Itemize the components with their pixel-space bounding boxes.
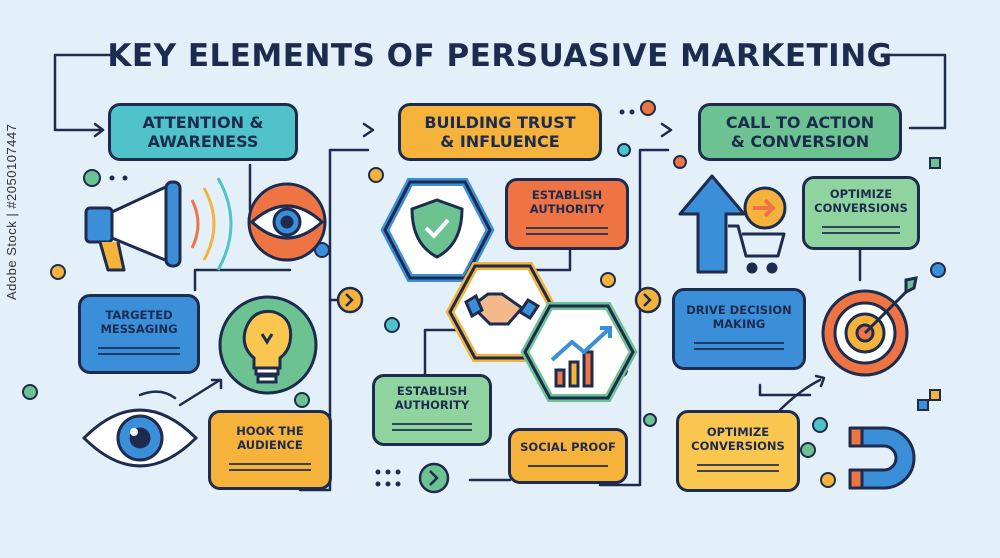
card-label: MAKING [712, 317, 766, 331]
target-icon [821, 276, 918, 377]
card-label: OPTIMIZE [706, 425, 770, 440]
arrow-right-icon [743, 186, 787, 230]
card-label: AUTHORITY [394, 398, 470, 412]
card-label: TARGETED [105, 308, 173, 323]
magnet-icon [848, 426, 916, 490]
card-label: AUDIENCE [237, 438, 303, 452]
card-label: SOCIAL PROOF [520, 440, 616, 455]
card-label: CONVERSIONS [691, 439, 785, 453]
arrow-up-icon [678, 174, 746, 274]
header-line: CALL TO ACTION [725, 112, 875, 132]
card-hook-audience: HOOK THE AUDIENCE [208, 410, 332, 490]
card-label: MESSAGING [100, 322, 178, 336]
card-label: ESTABLISH [396, 384, 468, 399]
header-line: & INFLUENCE [440, 132, 560, 151]
eye-icon-bottom [81, 408, 199, 468]
card-label: HOOK THE [236, 424, 304, 439]
header-line: BUILDING TRUST [424, 112, 576, 132]
card-label: OPTIMIZE [829, 187, 893, 202]
card-optimize-bottom: OPTIMIZE CONVERSIONS [676, 410, 800, 492]
card-drive-decision: DRIVE DECISION MAKING [672, 288, 806, 370]
shield-check-icon [380, 178, 495, 282]
stock-watermark: Adobe Stock | #2050107447 [4, 123, 19, 300]
header-line: ATTENTION & [142, 112, 264, 132]
header-cta: CALL TO ACTION & CONVERSION [698, 103, 902, 161]
megaphone-icon [84, 177, 233, 272]
header-attention: ATTENTION & AWARENESS [108, 103, 298, 161]
card-label: CONVERSIONS [814, 201, 908, 215]
card-optimize-top: OPTIMIZE CONVERSIONS [802, 176, 920, 250]
card-social-proof: SOCIAL PROOF [508, 428, 628, 484]
header-trust: BUILDING TRUST & INFLUENCE [398, 103, 602, 161]
growth-chart-icon [520, 302, 638, 402]
header-line: AWARENESS [147, 132, 259, 151]
header-line: & CONVERSION [730, 132, 870, 151]
eye-icon [247, 182, 327, 262]
card-targeted-messaging: TARGETED MESSAGING [78, 294, 200, 374]
cart-icon [728, 224, 786, 274]
lightbulb-icon [218, 295, 318, 395]
page-title: KEY ELEMENTS OF PERSUASIVE MARKETING [107, 38, 893, 74]
connector-line [53, 53, 112, 132]
card-establish-authority-top: ESTABLISH AUTHORITY [505, 178, 629, 250]
card-label: DRIVE DECISION [686, 303, 792, 318]
card-establish-authority-bottom: ESTABLISH AUTHORITY [372, 374, 492, 446]
card-label: AUTHORITY [529, 202, 605, 216]
card-label: ESTABLISH [531, 188, 603, 203]
handshake-icon [445, 262, 560, 362]
